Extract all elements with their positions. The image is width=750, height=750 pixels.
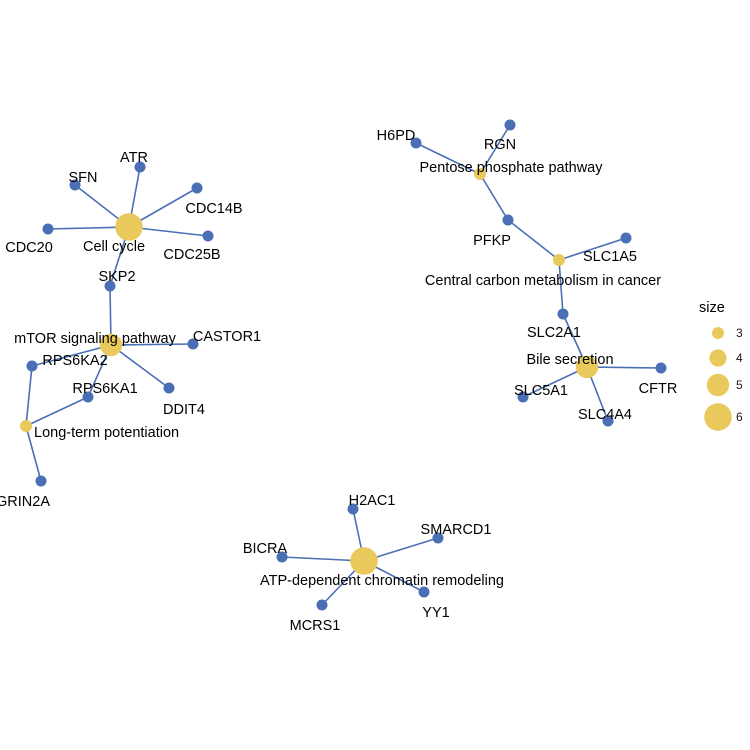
node-label-RPS6KA1: RPS6KA1 [72,381,137,397]
legend-label-4: 4 [736,351,743,365]
gene-node-BICRA[interactable] [276,551,288,563]
gene-node-PFKP[interactable] [502,214,514,226]
gene-node-CASTOR1[interactable] [187,338,199,350]
edge-ppp-H6PD [415,142,481,175]
node-label-RGN: RGN [484,137,516,153]
gene-node-RPS6KA2[interactable] [26,360,38,372]
gene-node-MCRS1[interactable] [316,599,328,611]
legend-label-5: 5 [736,378,743,392]
node-label-PFKP: PFKP [473,233,511,249]
node-label-CFTR: CFTR [639,381,678,397]
gene-node-SKP2[interactable] [104,280,116,292]
node-label-ATR: ATR [120,150,148,166]
legend-title: size [699,300,725,316]
gene-node-SLC2A1[interactable] [557,308,569,320]
edge-mtor-CASTOR1 [110,343,194,346]
edge-ppp-PFKP [479,173,509,221]
legend-key-5 [706,373,730,397]
node-label-CDC25B: CDC25B [163,247,220,263]
gene-node-DDIT4[interactable] [163,382,175,394]
node-label-CASTOR1: CASTOR1 [193,329,261,345]
node-label-cell-cycle: Cell cycle [83,239,145,255]
edge-mtor-DDIT4 [110,344,170,389]
gene-node-SMARCD1[interactable] [432,532,444,544]
gene-node-RPS6KA1[interactable] [82,391,94,403]
node-label-DDIT4: DDIT4 [163,402,205,418]
nodes-layer [20,119,667,611]
node-label-H2AC1: H2AC1 [349,493,396,509]
gene-node-SLC5A1[interactable] [517,391,529,403]
gene-node-H6PD[interactable] [410,137,422,149]
node-label-SFN: SFN [69,170,98,186]
edge-ccm-SLC1A5 [558,237,627,261]
gene-node-H2AC1[interactable] [347,503,359,515]
pathway-node-ccm[interactable] [553,254,565,266]
node-label-SLC5A1: SLC5A1 [514,383,568,399]
gene-node-CDC14B[interactable] [191,182,203,194]
pathway-node-cell-cycle[interactable] [115,213,143,241]
edge-bile-CFTR [586,366,662,369]
edge-ccm-PFKP [507,219,560,261]
node-label-SLC1A5: SLC1A5 [583,249,637,265]
edge-ccm-SLC2A1 [558,259,564,315]
node-label-CDC14B: CDC14B [185,201,242,217]
gene-node-RGN[interactable] [504,119,516,131]
node-label-ltp: Long-term potentiation [34,425,179,441]
node-label-bile: Bile secretion [526,352,613,368]
labels-layer: ATR SFN CDC14B CDC20 CDC25B SKP2CASTOR1RPS6KA… [0,128,677,634]
edge-ppp-RGN [479,124,511,175]
edge-ltp-RPS6KA1 [25,396,89,427]
node-label-YY1: YY1 [422,605,449,621]
gene-node-CDC20[interactable] [42,223,54,235]
gene-node-SFN[interactable] [69,179,81,191]
node-label-BICRA: BICRA [243,541,288,557]
size-legend: size 3 4 5 6 [699,300,743,431]
pathway-node-bile[interactable] [575,355,599,379]
node-label-SLC2A1: SLC2A1 [527,325,581,341]
pathway-node-ltp[interactable] [20,420,32,432]
edge-bile-SLC5A1 [522,366,588,398]
edge-ltp-GRIN2A [25,425,42,482]
node-label-GRIN2A: GRIN2A [0,494,50,510]
legend-label-6: 6 [736,410,743,424]
node-label-ccm: Central carbon metabolism in cancer [425,273,661,289]
gene-node-CDC25B[interactable] [202,230,214,242]
node-label-ppp: Pentose phosphate pathway [420,160,604,176]
node-label-RPS6KA2: RPS6KA2 [42,353,107,369]
edge-mtor-RPS6KA2 [31,344,112,367]
node-label-CDC20: CDC20 [5,240,53,256]
gene-node-ATR[interactable] [134,161,146,173]
gene-node-CFTR[interactable] [655,362,667,374]
node-label-mtor: mTOR signaling pathway [14,331,176,347]
node-label-SKP2: SKP2 [98,269,135,285]
gene-node-SLC1A5[interactable] [620,232,632,244]
legend-key-6 [704,403,732,431]
gene-node-GRIN2A[interactable] [35,475,47,487]
gene-node-YY1[interactable] [418,586,430,598]
pathway-node-mtor[interactable] [99,333,123,357]
node-label-SMARCD1: SMARCD1 [421,522,492,538]
node-label-H6PD: H6PD [377,128,416,144]
node-label-atp: ATP-dependent chromatin remodeling [260,573,504,589]
node-label-SLC4A4: SLC4A4 [578,407,632,423]
legend-label-3: 3 [736,326,743,340]
legend-key-3 [712,327,724,339]
legend-key-4 [709,349,727,367]
node-label-MCRS1: MCRS1 [290,618,341,634]
gene-node-SLC4A4[interactable] [602,415,614,427]
pathway-node-atp[interactable] [350,547,378,575]
pathway-node-ppp[interactable] [474,168,486,180]
edge-ltp-RPS6KA2 [25,365,33,427]
